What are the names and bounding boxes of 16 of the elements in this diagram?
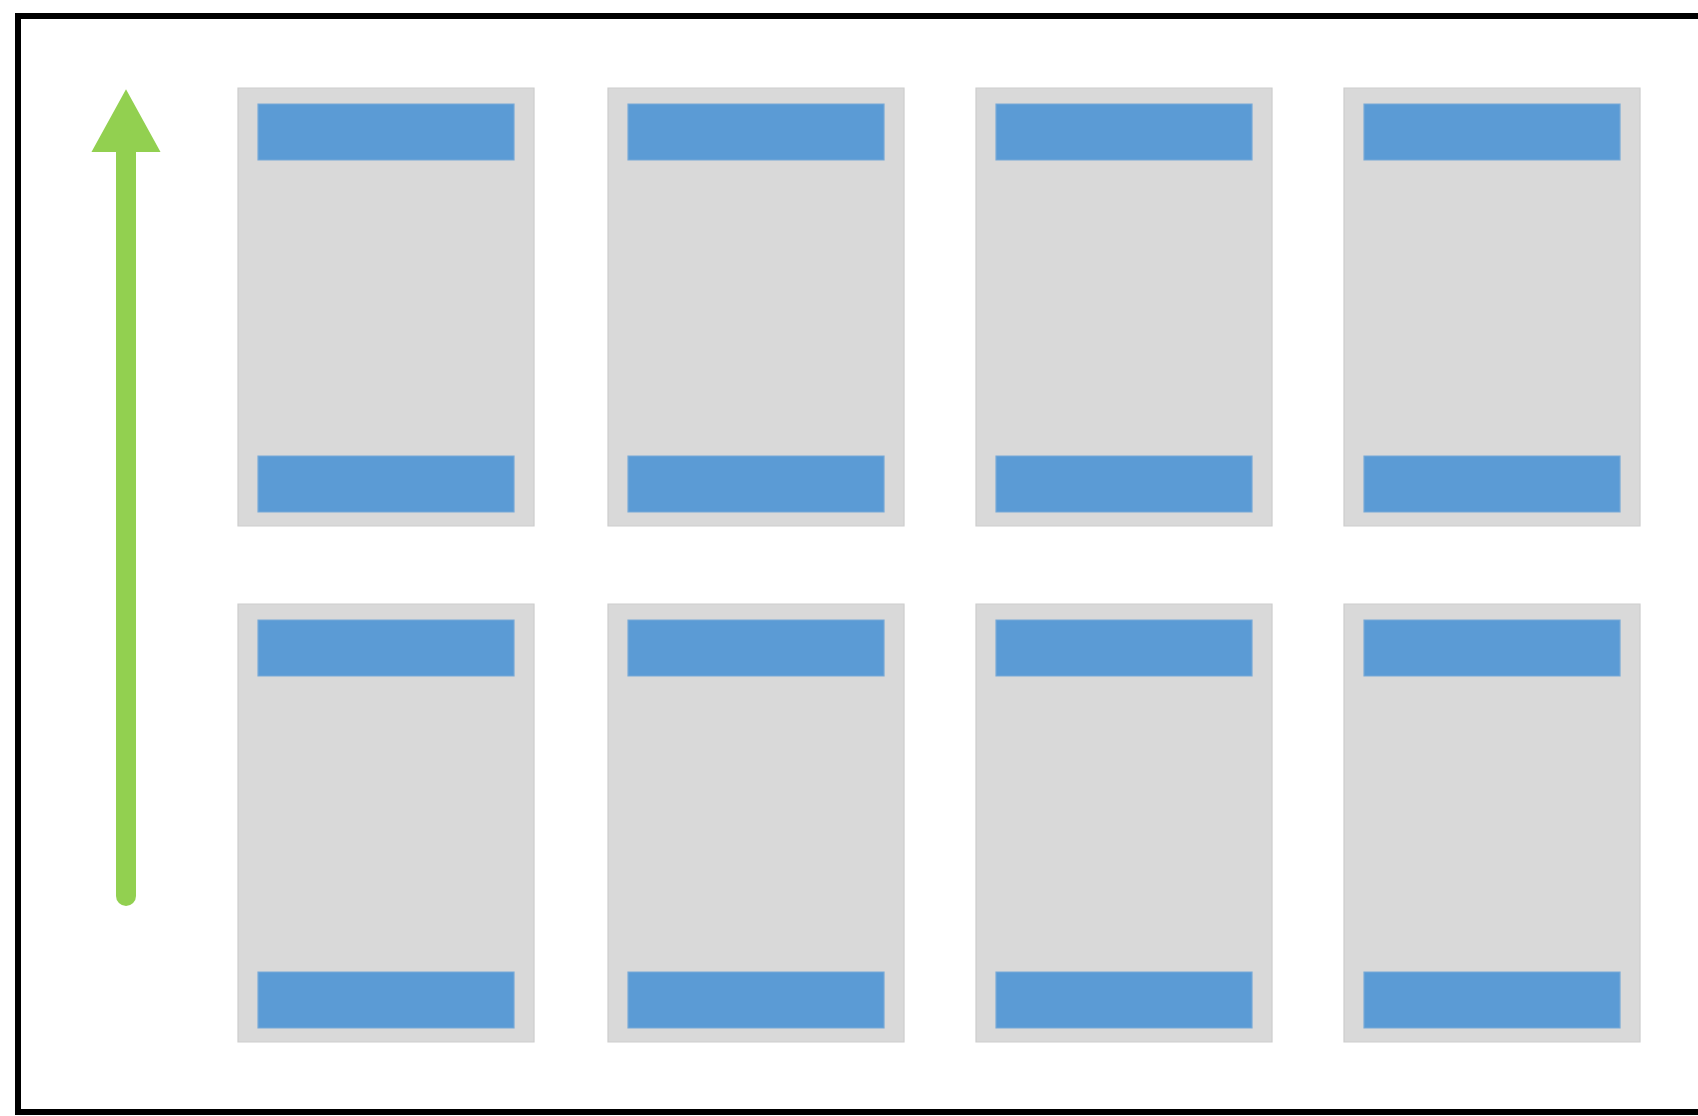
bar xyxy=(1363,619,1621,677)
bar xyxy=(257,103,515,161)
bar xyxy=(257,971,515,1029)
bar xyxy=(1363,103,1621,161)
bar xyxy=(995,971,1253,1029)
bar xyxy=(627,971,885,1029)
bar xyxy=(995,103,1253,161)
bar xyxy=(257,455,515,513)
bar xyxy=(257,619,515,677)
bar xyxy=(1363,971,1621,1029)
bar xyxy=(995,619,1253,677)
bar xyxy=(627,455,885,513)
bar xyxy=(995,455,1253,513)
bar xyxy=(627,619,885,677)
bar xyxy=(1363,455,1621,513)
bar xyxy=(627,103,885,161)
